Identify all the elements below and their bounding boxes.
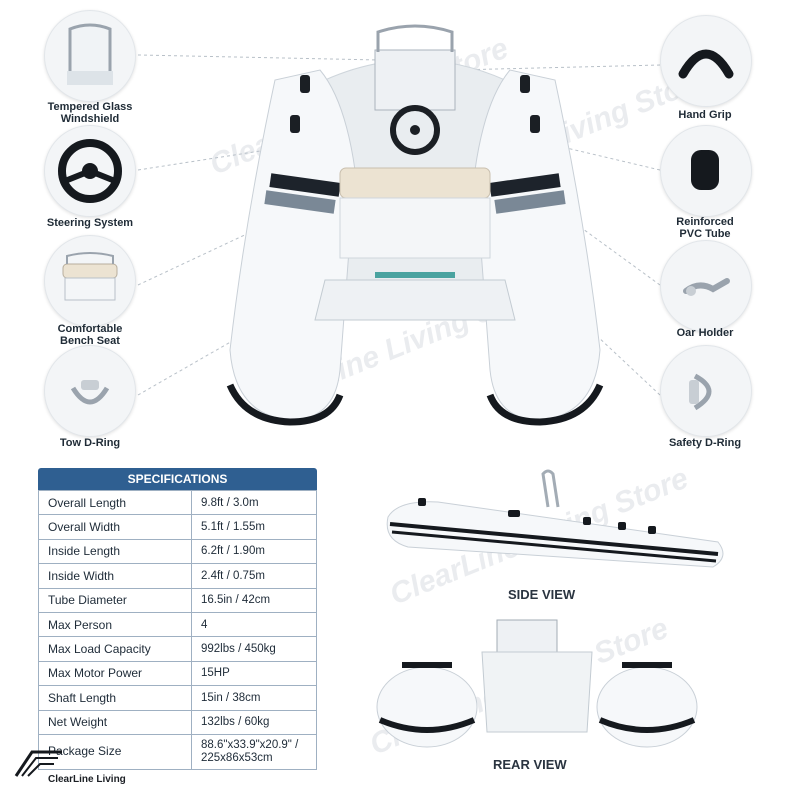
spec-value: 4 — [191, 611, 317, 638]
spec-key: Inside Width — [38, 563, 192, 589]
spec-value: 5.1ft / 1.55m — [191, 514, 317, 540]
feature-label-safety-ring: Safety D-Ring — [668, 437, 742, 449]
spec-value: 9.8ft / 3.0m — [191, 489, 317, 516]
spec-key: Tube Diameter — [38, 587, 192, 613]
spec-key: Inside Length — [38, 538, 192, 565]
rear-view-image — [376, 619, 698, 748]
spec-value: 15in / 38cm — [191, 685, 317, 711]
hand-grip-icon — [660, 15, 752, 107]
feature-label-steering: Steering System — [46, 217, 134, 229]
side-view-image — [386, 469, 724, 568]
spec-value: 992lbs / 450kg — [191, 636, 317, 662]
spec-key: Package Size — [38, 733, 192, 770]
spec-value: 132lbs / 60kg — [191, 709, 317, 735]
feature-label-oar-holder: Oar Holder — [676, 327, 734, 339]
spec-key: Max Motor Power — [38, 660, 192, 687]
spec-value: 15HP — [191, 660, 317, 687]
spec-key: Shaft Length — [38, 685, 192, 711]
feature-label-windshield: Tempered Glass Windshield — [47, 101, 133, 125]
bench-seat-icon — [44, 235, 136, 327]
specifications-title: SPECIFICATIONS — [38, 468, 317, 490]
spec-value: 16.5in / 42cm — [191, 587, 317, 613]
brand-logo-text: ClearLine Living — [48, 774, 126, 785]
spec-value: 88.6"x33.9"x20.9" / 225x86x53cm — [191, 733, 317, 770]
feature-label-pvc-tube: Reinforced PVC Tube — [676, 216, 734, 240]
rear-view-label: REAR VIEW — [493, 757, 567, 772]
boat-main-image — [226, 24, 604, 426]
pvc-tube-icon — [660, 125, 752, 217]
brand-logo-icon — [14, 750, 62, 777]
spec-key: Max Load Capacity — [38, 636, 192, 662]
spec-key: Max Person — [38, 611, 192, 638]
spec-value: 6.2ft / 1.90m — [191, 538, 317, 565]
spec-key: Overall Length — [38, 489, 192, 516]
safety-d-ring-icon — [660, 345, 752, 437]
windshield-icon — [44, 10, 136, 102]
spec-key: Overall Width — [38, 514, 192, 540]
feature-label-bench: Comfortable Bench Seat — [57, 323, 123, 347]
tow-d-ring-icon — [44, 345, 136, 437]
side-view-label: SIDE VIEW — [508, 587, 576, 602]
spec-value: 2.4ft / 0.75m — [191, 563, 317, 589]
steering-wheel-icon — [44, 125, 136, 217]
feature-label-tow-ring: Tow D-Ring — [59, 437, 121, 449]
oar-holder-icon — [660, 240, 752, 332]
spec-key: Net Weight — [38, 709, 192, 735]
feature-label-hand-grip: Hand Grip — [678, 109, 732, 121]
